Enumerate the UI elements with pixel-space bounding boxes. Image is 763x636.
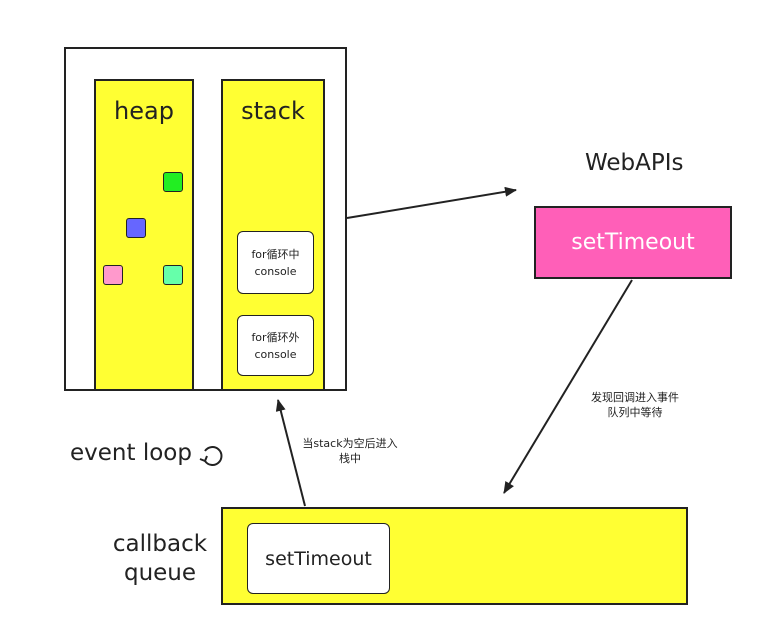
refresh-icon — [199, 446, 223, 466]
heap-title: heap — [114, 97, 174, 125]
stack-frame: for循环外 console — [237, 315, 314, 376]
arrow-webapis-to-queue — [503, 279, 633, 494]
stack-frame-line2: console — [254, 347, 297, 361]
stack-frame-line2: console — [254, 264, 297, 278]
heap-object — [163, 265, 183, 285]
event-loop-text: event loop — [70, 440, 192, 466]
webapi-settimeout-label: setTimeout — [571, 230, 695, 255]
note-to-queue-line2: 队列中等待 — [607, 406, 663, 419]
heap-object — [103, 265, 123, 285]
note-to-stack: 当stack为空后进入 栈中 — [290, 436, 410, 466]
note-to-queue: 发现回调进入事件 队列中等待 — [575, 390, 695, 420]
webapis-title: WebAPIs — [585, 150, 684, 176]
callback-queue-label: callback queue — [110, 530, 210, 588]
arrow-stack-to-webapis — [346, 186, 517, 219]
event-loop-label: event loop — [70, 437, 224, 469]
stack-title: stack — [241, 97, 305, 125]
note-to-queue-line1: 发现回调进入事件 — [591, 391, 679, 404]
queue-settimeout-label: setTimeout — [265, 547, 372, 570]
note-to-stack-line2: 栈中 — [339, 452, 361, 465]
note-to-stack-line1: 当stack为空后进入 — [302, 437, 398, 450]
heap-object — [126, 218, 146, 238]
stack-frame-line1: for循环外 — [251, 330, 300, 344]
stack-frame: for循环中 console — [237, 231, 314, 294]
callback-queue-label-line2: queue — [123, 560, 197, 586]
callback-queue-label-line1: callback — [112, 531, 208, 557]
arrow-queue-to-stack — [275, 399, 306, 507]
queue-settimeout-box: setTimeout — [247, 523, 390, 594]
stack-frame-line1: for循环中 — [251, 247, 300, 261]
webapi-settimeout-box: setTimeout — [534, 206, 732, 279]
heap-object — [163, 172, 183, 192]
